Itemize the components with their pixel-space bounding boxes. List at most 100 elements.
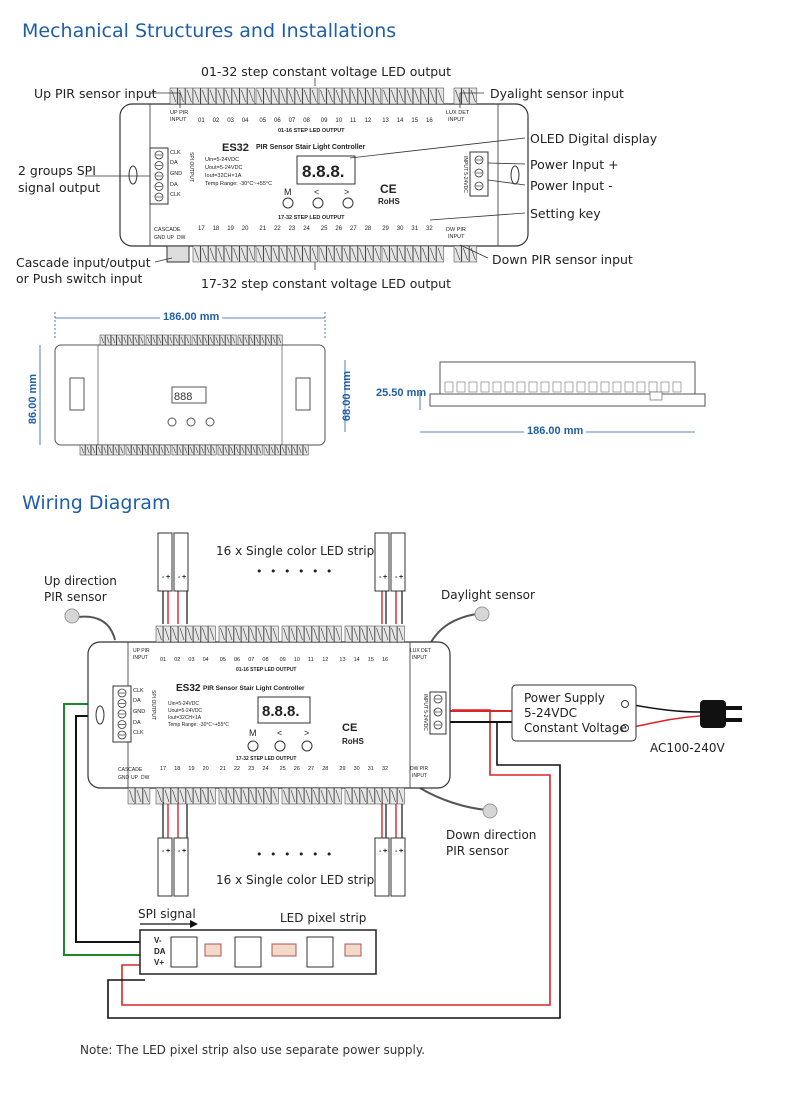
pixel-strip-label: LED pixel strip [280, 911, 367, 925]
w-device-model: ES32 [176, 683, 201, 694]
channel-number: 27 [350, 226, 357, 232]
channel-number: 19 [188, 766, 195, 772]
pixel-pin-da: DA [154, 947, 166, 956]
w-spi-pin-4: DA [133, 720, 141, 726]
pixel-pin-vminus: V- [154, 936, 162, 945]
ac-plug [700, 700, 742, 728]
callout-power-minus: Power Input - [530, 178, 613, 193]
channel-number: 03 [188, 657, 195, 663]
callout-down-pir: Down PIR sensor input [492, 252, 633, 267]
spi-pin-4: DA [170, 182, 178, 188]
callout-spi-2: signal output [18, 180, 101, 195]
button-m-label: M [284, 187, 292, 197]
channel-number: 14 [353, 657, 360, 663]
cascade-pin-up: UP [167, 235, 174, 241]
channel-number: 31 [367, 766, 374, 772]
channel-number: 19 [227, 226, 234, 232]
channel-number: 15 [367, 657, 374, 663]
cascade-pin-gnd: GND [154, 235, 166, 241]
channel-number: 25 [320, 226, 328, 232]
ce-mark: CE [380, 182, 397, 196]
channel-number: 22 [274, 226, 281, 232]
strip-pin-label: - [178, 574, 181, 581]
dim-depth: 25.50 mm [376, 387, 427, 399]
down-sensor-label-2: PIR sensor [446, 844, 509, 858]
w-cascade: CASCADE [118, 767, 143, 773]
button-left [312, 197, 324, 209]
channel-number: 06 [274, 118, 281, 124]
top-output-label: 01-16 STEP LED OUTPUT [278, 128, 345, 134]
spi-pin-2: DA [170, 160, 178, 166]
down-pir-sensor [482, 803, 498, 819]
strip-pin-label: - [162, 574, 165, 581]
channel-number: 09 [279, 657, 286, 663]
spi-pin-1: CLK [170, 150, 181, 156]
ac-cable [627, 703, 701, 713]
device-spec-2: Uout=5-24VDC [205, 165, 243, 171]
wiring-oled [257, 696, 311, 724]
strip-pin-label: - [379, 574, 382, 581]
daylight-sensor [474, 606, 490, 622]
channel-number: 24 [262, 766, 269, 772]
w-spi-pin-3: GND [133, 709, 146, 715]
strip-vminus-wire [107, 721, 561, 1019]
dots-bottom: • • • • • • [256, 848, 335, 861]
up-sensor-label-1: Up direction [44, 574, 117, 588]
callout-oled: OLED Digital display [530, 131, 658, 146]
channel-number: 04 [202, 657, 209, 663]
channel-number: 17 [160, 766, 167, 772]
button-left-label: < [314, 187, 320, 197]
strip-pin-label: + [166, 574, 171, 581]
channel-number: 09 [320, 118, 328, 124]
channel-number: 12 [364, 118, 372, 124]
device-spec-1: Uin=5-24VDC [205, 157, 240, 163]
w-input-vertical: INPUT 5-24VDC [422, 694, 428, 731]
channel-number: 06 [234, 657, 241, 663]
dim-side-width: 186.00 mm [524, 425, 587, 437]
channel-number: 18 [174, 766, 181, 772]
channel-number: 28 [364, 226, 372, 232]
rohs-mark: RoHS [378, 197, 400, 206]
channel-number: 31 [411, 226, 419, 232]
w-cascade-gnd: GND [118, 775, 130, 781]
channel-number: 27 [308, 766, 315, 772]
channel-number: 01 [160, 657, 167, 663]
channel-number: 22 [234, 766, 241, 772]
channel-number: 18 [212, 226, 220, 232]
up-pir-label-2: INPUT [170, 117, 187, 123]
callout-daylight: Dyalight sensor input [490, 86, 624, 101]
channel-number: 26 [335, 226, 343, 232]
strip-pin-label: - [395, 848, 398, 855]
oled-display [296, 155, 356, 185]
button-m [282, 197, 294, 209]
callout-cascade-2: or Push switch input [16, 271, 143, 286]
led-strips-bottom [157, 837, 406, 897]
channel-number: 14 [396, 118, 404, 124]
channel-number: 21 [219, 766, 226, 772]
lux-label-1: LUX DET [446, 110, 470, 116]
w-lux-1: LUX DET [410, 648, 432, 654]
w-button-left: < [277, 728, 283, 738]
w-ce-mark: CE [342, 722, 358, 734]
channel-number: 21 [259, 226, 267, 232]
w-spec-2: Uout=5-24VDC [168, 708, 203, 714]
w-cascade-dw: DW [141, 775, 150, 781]
dots-top: • • • • • • [256, 565, 335, 578]
channel-number: 03 [227, 118, 234, 124]
w-spi-pin-5: CLK [133, 730, 144, 736]
cascade-pin-dw: DW [177, 235, 186, 241]
svg-text:8.8.8.: 8.8.8. [262, 703, 300, 720]
channel-number: 24 [303, 226, 310, 232]
dim-width: 186.00 mm [160, 311, 223, 323]
w-spec-3: Iout=32CH×1A [168, 715, 202, 721]
channel-number: 04 [241, 118, 249, 124]
mechanical-diagram: 8.8.8. 888 [39, 78, 706, 456]
strip-pin-label: - [162, 848, 165, 855]
w-dw-pir-1: DW PIR [410, 766, 429, 772]
spi-pin-3: GND [170, 171, 183, 177]
channel-number: 23 [288, 226, 296, 232]
channel-number: 01 [198, 118, 205, 124]
lux-label-2: INPUT [448, 117, 465, 123]
channel-number: 13 [339, 657, 346, 663]
